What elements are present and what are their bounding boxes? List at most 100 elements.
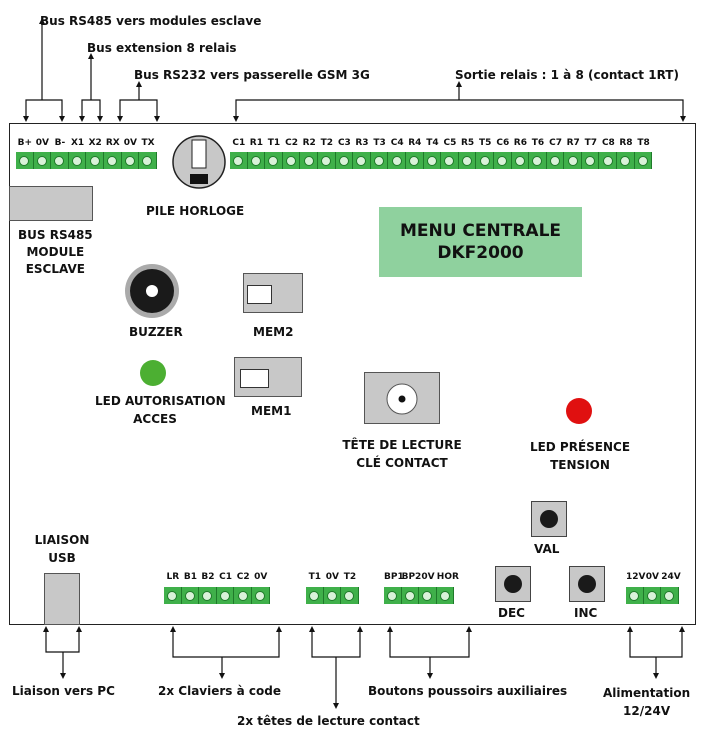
relay-pin-label: C4 bbox=[390, 138, 404, 148]
bus-pin-label: X1 bbox=[70, 138, 85, 148]
battery-label: PILE HORLOGE bbox=[146, 204, 245, 218]
relay-terminal bbox=[370, 152, 389, 169]
menu-title: MENU CENTRALE bbox=[399, 221, 562, 241]
bus-terminal bbox=[103, 152, 122, 169]
usb-label-line2: USB bbox=[48, 551, 76, 565]
battery-icon bbox=[172, 135, 226, 189]
mem1-switch[interactable] bbox=[234, 357, 302, 397]
key-reader-label-line1: TÊTE DE LECTURE bbox=[342, 438, 462, 452]
key-reader-label-line2: CLÉ CONTACT bbox=[356, 456, 448, 470]
relay-pin-label: T5 bbox=[478, 138, 492, 148]
inc-button[interactable] bbox=[569, 566, 605, 602]
pc-link-label: Liaison vers PC bbox=[12, 684, 115, 698]
usb-label: LIAISON USB bbox=[32, 531, 92, 567]
led-presence-label: LED PRÉSENCE TENSION bbox=[520, 438, 640, 474]
bus-terminal bbox=[51, 152, 69, 169]
relay-terminal bbox=[617, 152, 635, 169]
rs485-module-label: BUS RS485 MODULE ESCLAVE bbox=[18, 227, 93, 278]
relay-terminal bbox=[634, 152, 653, 169]
keypad-pin-label: B2 bbox=[201, 572, 215, 582]
keypad-pin-label: C1 bbox=[219, 572, 233, 582]
relay-terminal bbox=[599, 152, 618, 169]
relay-pin-label: C6 bbox=[496, 138, 510, 148]
power-terminal bbox=[643, 587, 662, 604]
relay-terminal bbox=[265, 152, 283, 169]
relay-pin-label: C1 bbox=[232, 138, 246, 148]
relay-pin-label: R6 bbox=[513, 138, 527, 148]
power-pin-label: 24V bbox=[661, 572, 681, 582]
relay-terminal bbox=[546, 152, 565, 169]
buzzer-icon bbox=[125, 264, 179, 318]
rs232-bus-label: Bus RS232 vers passerelle GSM 3G bbox=[134, 68, 370, 82]
key-reader bbox=[364, 372, 440, 424]
led-presence-label-line1: LED PRÉSENCE bbox=[529, 440, 631, 454]
led-presence-label-line2: TENSION bbox=[550, 458, 610, 472]
relay-pin-label: R1 bbox=[249, 138, 263, 148]
rs485-bus-label: Bus RS485 vers modules esclave bbox=[40, 14, 262, 28]
bus-pin-label: X2 bbox=[88, 138, 102, 148]
led-red-icon bbox=[566, 398, 592, 424]
aux-button-terminal bbox=[384, 587, 402, 604]
dec-button[interactable] bbox=[495, 566, 531, 602]
relay-pin-label: T1 bbox=[267, 138, 281, 148]
power-pin-label: 12V bbox=[626, 572, 646, 582]
keypad-terminal-block bbox=[164, 587, 270, 604]
mem2-switch[interactable] bbox=[243, 273, 303, 313]
aux-button-terminal bbox=[401, 587, 420, 604]
val-label: VAL bbox=[534, 542, 560, 556]
top-left-terminal-block bbox=[16, 152, 157, 169]
relay-terminal bbox=[282, 152, 301, 169]
aux-button-pin-label: HOR bbox=[436, 572, 459, 582]
readers-label: 2x têtes de lecture contact bbox=[237, 714, 420, 728]
power-pin-label: 0V bbox=[645, 572, 659, 582]
relay-terminal-block bbox=[230, 152, 653, 169]
power-terminal bbox=[626, 587, 644, 604]
keypad-terminal bbox=[199, 587, 217, 604]
relay-terminal bbox=[458, 152, 477, 169]
relay-terminal bbox=[230, 152, 248, 169]
bus-terminal bbox=[68, 152, 87, 169]
bus-pin-label: B- bbox=[54, 138, 66, 148]
relay-terminal bbox=[405, 152, 424, 169]
led-access-label: LED AUTORISATION ACCES bbox=[95, 392, 226, 428]
power-label: Alimentation 12/24V bbox=[603, 684, 690, 720]
rs485-module-connector bbox=[9, 186, 93, 221]
rs485-module-label-line3: ESCLAVE bbox=[25, 262, 85, 276]
relay-pin-label: T8 bbox=[637, 138, 650, 148]
keypad-terminal bbox=[251, 587, 270, 604]
aux-button-terminal-block bbox=[384, 587, 455, 604]
keypad-pin-label: C2 bbox=[236, 572, 250, 582]
relay-terminal bbox=[335, 152, 354, 169]
buzzer-label: BUZZER bbox=[129, 325, 183, 339]
relay-pin-label: R8 bbox=[619, 138, 633, 148]
rs485-module-label-line2: MODULE bbox=[26, 245, 85, 259]
bus-terminal bbox=[86, 152, 104, 169]
led-access-label-line2: ACCES bbox=[133, 412, 177, 426]
relay-terminal bbox=[529, 152, 547, 169]
relay-terminal bbox=[441, 152, 459, 169]
relay-pin-label: T3 bbox=[373, 138, 386, 148]
relay-output-label: Sortie relais : 1 à 8 (contact 1RT) bbox=[455, 68, 679, 82]
menu-centrale-box: MENU CENTRALE DKF2000 bbox=[379, 207, 582, 277]
val-button[interactable] bbox=[531, 501, 567, 537]
bus-pin-label: 0V bbox=[35, 138, 49, 148]
bus-terminal bbox=[33, 152, 52, 169]
relay-pin-label: T4 bbox=[426, 138, 439, 148]
usb-port[interactable] bbox=[44, 573, 80, 625]
relay-terminal bbox=[581, 152, 600, 169]
relay-terminal bbox=[476, 152, 494, 169]
key-reader-icon bbox=[386, 383, 418, 415]
keypad-pin-label: LR bbox=[166, 572, 180, 582]
aux-button-pin-label: BP2 bbox=[401, 572, 422, 582]
reader-terminal-block bbox=[306, 587, 359, 604]
relay-terminal bbox=[493, 152, 512, 169]
dec-label: DEC bbox=[498, 606, 525, 620]
reader-terminal bbox=[323, 587, 342, 604]
reader-terminal bbox=[341, 587, 359, 604]
keypad-label: 2x Claviers à code bbox=[158, 684, 281, 698]
keypad-pin-label: B1 bbox=[183, 572, 197, 582]
led-access-label-line1: LED AUTORISATION bbox=[95, 394, 226, 408]
relay-terminal bbox=[388, 152, 406, 169]
relay-pin-label: T7 bbox=[584, 138, 597, 148]
